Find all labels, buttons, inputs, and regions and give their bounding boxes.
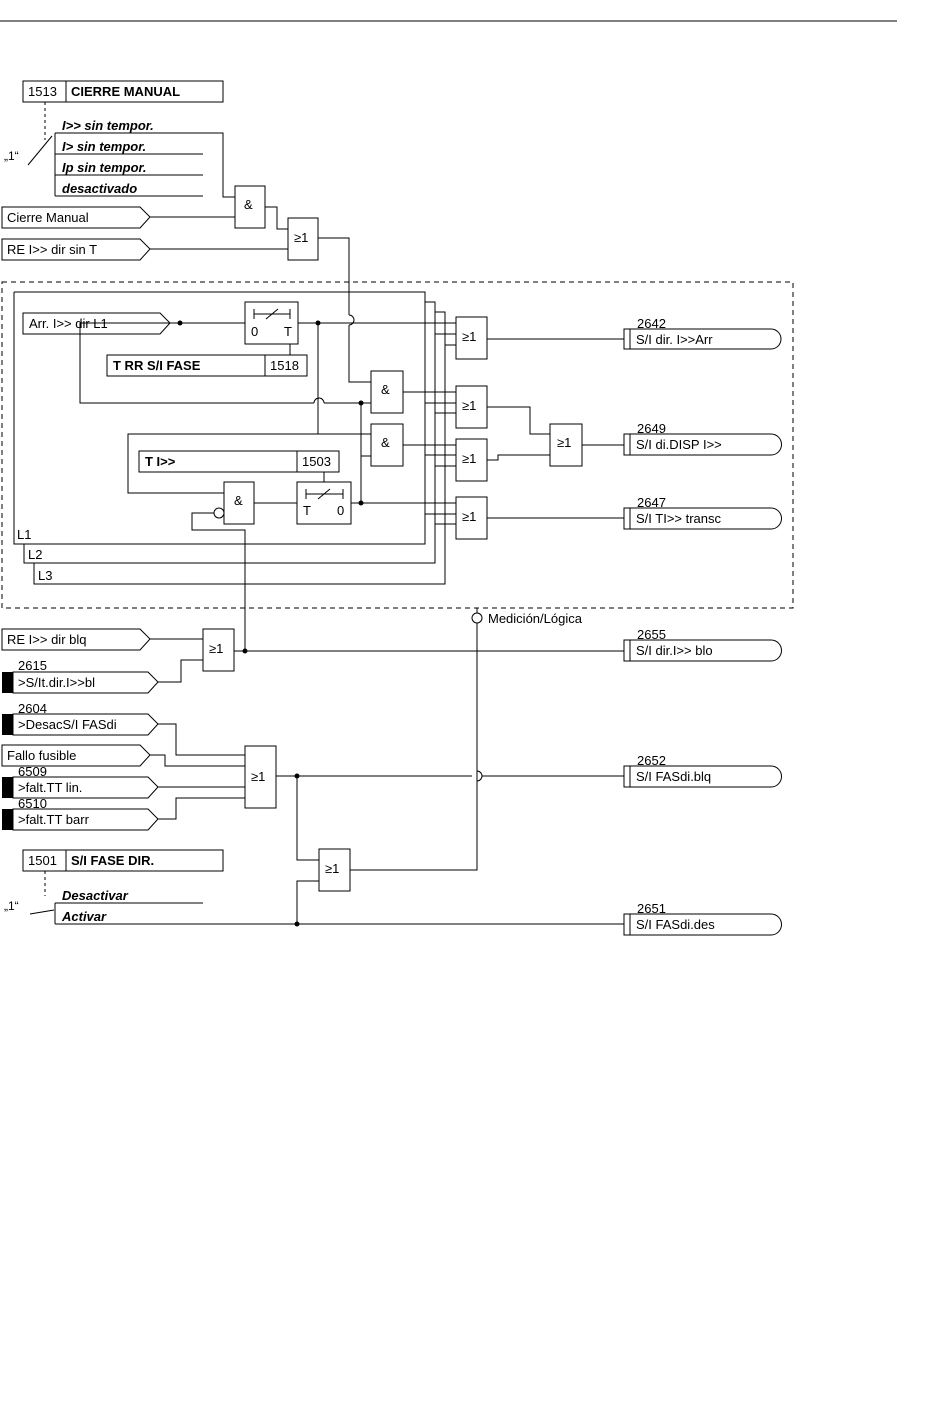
output-2652: 2652 S/I FASdi.blq	[623, 753, 782, 788]
manual-close-input: Cierre Manual	[1, 206, 151, 229]
or-gate-pickup: ≥1	[455, 316, 488, 360]
phase-label-l1: L1	[17, 527, 31, 542]
and-gate-3: &	[223, 481, 255, 525]
svg-text:≥1: ≥1	[251, 769, 265, 784]
manual-close-title: CIERRE MANUAL	[71, 84, 180, 99]
svg-text:&: &	[381, 435, 390, 450]
svg-text:2642: 2642	[637, 316, 666, 331]
svg-text:S/I FASdi.des: S/I FASdi.des	[636, 917, 715, 932]
vt-line-number: 6509	[18, 764, 47, 779]
svg-text:S/I TI>> transc: S/I TI>> transc	[636, 511, 722, 526]
desac-input: >DesacS/I FASdi	[2, 713, 159, 736]
svg-text:S/I dir.I>> blo: S/I dir.I>> blo	[636, 643, 713, 658]
or-gate-function: ≥1	[318, 848, 351, 892]
or-gate-manual: ≥1	[287, 217, 319, 261]
svg-text:T: T	[303, 503, 311, 518]
output-2647: 2647 S/I TI>> transc	[623, 495, 782, 530]
phase-label-l2: L2	[28, 547, 42, 562]
blk-bin-number: 2615	[18, 658, 47, 673]
svg-text:RE I>> dir sin T: RE I>> dir sin T	[7, 242, 97, 257]
vt-bus-input: >falt.TT barr	[2, 808, 159, 831]
and-gate-2: &	[370, 423, 404, 467]
timer-pickup-delay: 0 T	[244, 301, 299, 345]
time-ihh-setting: T I>> 1503	[138, 450, 340, 473]
svg-text:„1“: „1“	[4, 899, 19, 913]
measurement-logic-frame	[1, 281, 794, 609]
svg-text:1501: 1501	[28, 853, 57, 868]
svg-text:T I>>: T I>>	[145, 454, 176, 469]
svg-text:&: &	[234, 493, 243, 508]
svg-text:>falt.TT lin.: >falt.TT lin.	[18, 780, 82, 795]
svg-text:>DesacS/I FASdi: >DesacS/I FASdi	[18, 717, 117, 732]
svg-text:Desactivar: Desactivar	[62, 888, 129, 903]
phase-frame-l1	[13, 291, 426, 545]
manual-close-opt-1: I>> sin tempor.	[62, 118, 154, 133]
manual-close-selector: „1“	[4, 149, 19, 163]
vt-bus-number: 6510	[18, 796, 47, 811]
measurement-logic-label: Medición/Lógica	[488, 611, 583, 626]
svg-text:RE I>> dir blq: RE I>> dir blq	[7, 632, 87, 647]
or-gate-trip-1: ≥1	[455, 385, 488, 429]
svg-text:Activar: Activar	[61, 909, 107, 924]
svg-text:1503: 1503	[302, 454, 331, 469]
svg-text:≥1: ≥1	[462, 398, 476, 413]
blk-bin-input: >S/It.dir.I>>bl	[2, 671, 159, 694]
and-gate-1: &	[370, 370, 404, 414]
svg-text:≥1: ≥1	[294, 230, 308, 245]
output-2655: 2655 S/I dir.I>> blo	[623, 627, 782, 662]
svg-text:T RR S/I FASE: T RR S/I FASE	[113, 358, 201, 373]
svg-text:Arr. I>> dir L1: Arr. I>> dir L1	[29, 316, 108, 331]
svg-text:&: &	[244, 197, 253, 212]
svg-text:&: &	[381, 382, 390, 397]
svg-text:2651: 2651	[637, 901, 666, 916]
svg-text:S/I FASE DIR.: S/I FASE DIR.	[71, 853, 154, 868]
svg-text:0: 0	[251, 324, 258, 339]
svg-text:>S/It.dir.I>>bl: >S/It.dir.I>>bl	[18, 675, 95, 690]
and-gate-manual: &	[234, 185, 266, 229]
svg-text:≥1: ≥1	[462, 329, 476, 344]
measurement-logic-inverter	[471, 612, 483, 624]
svg-text:≥1: ≥1	[462, 451, 476, 466]
output-2649: 2649 S/I di.DISP I>>	[623, 421, 782, 456]
fuse-fail-input: Fallo fusible	[1, 744, 151, 767]
manual-close-setting: 1513 CIERRE MANUAL „1“ I>> sin tempor. I…	[4, 80, 235, 198]
svg-text:0: 0	[337, 503, 344, 518]
svg-text:S/I FASdi.blq: S/I FASdi.blq	[636, 769, 711, 784]
phase-label-l3: L3	[38, 568, 52, 583]
manual-close-opt-2: I> sin tempor.	[62, 139, 146, 154]
or-gate-trip-2: ≥1	[455, 438, 488, 482]
svg-text:T: T	[284, 324, 292, 339]
svg-text:≥1: ≥1	[325, 861, 339, 876]
or-gate-vt: ≥1	[244, 745, 277, 809]
svg-text:≥1: ≥1	[462, 509, 476, 524]
vt-line-input: >falt.TT lin.	[2, 776, 159, 799]
or-gate-block: ≥1	[202, 628, 235, 672]
re-dir-no-t-input: RE I>> dir sin T	[1, 238, 151, 261]
desac-number: 2604	[18, 701, 47, 716]
or-gate-trip-final: ≥1	[549, 423, 583, 467]
timer-ihh-delay: T 0	[296, 481, 352, 525]
svg-text:≥1: ≥1	[557, 435, 571, 450]
output-2651: 2651 S/I FASdi.des	[623, 901, 782, 936]
svg-text:Fallo fusible: Fallo fusible	[7, 748, 76, 763]
output-2642: 2642 S/I dir. I>>Arr	[623, 316, 782, 350]
svg-text:≥1: ≥1	[209, 641, 223, 656]
re-dir-blq-input: RE I>> dir blq	[1, 628, 151, 651]
svg-text:2649: 2649	[637, 421, 666, 436]
svg-text:2652: 2652	[637, 753, 666, 768]
svg-text:2647: 2647	[637, 495, 666, 510]
svg-text:S/I di.DISP I>>: S/I di.DISP I>>	[636, 437, 722, 452]
svg-text:2655: 2655	[637, 627, 666, 642]
function-setting: 1501 S/I FASE DIR. „1“ Desactivar Activa…	[4, 849, 624, 925]
manual-close-opt-3: Ip sin tempor.	[62, 160, 147, 175]
svg-text:1518: 1518	[270, 358, 299, 373]
rr-time-setting: T RR S/I FASE 1518	[106, 354, 308, 377]
svg-text:Cierre Manual: Cierre Manual	[7, 210, 89, 225]
or-gate-transient: ≥1	[455, 496, 488, 540]
svg-text:>falt.TT barr: >falt.TT barr	[18, 812, 90, 827]
manual-close-address: 1513	[28, 84, 57, 99]
manual-close-opt-4: desactivado	[62, 181, 137, 196]
svg-text:S/I dir. I>>Arr: S/I dir. I>>Arr	[636, 332, 713, 347]
